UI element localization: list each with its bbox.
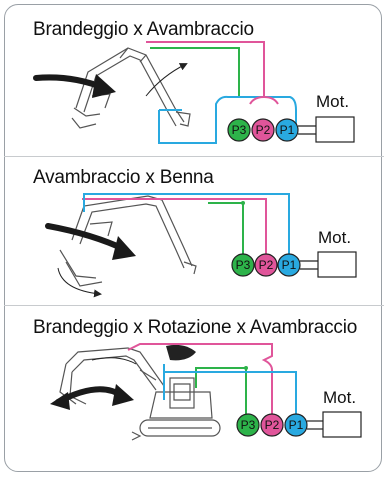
pump-p3-panel-3 xyxy=(236,413,260,437)
pink-line-1 xyxy=(146,41,265,97)
pump-p2-label-1: P2 xyxy=(256,123,271,137)
motor-label-2: Mot. xyxy=(318,228,351,247)
pump-p1-panel-2 xyxy=(277,253,301,277)
pump-p3-panel-2 xyxy=(231,253,255,277)
green-line-2-node xyxy=(241,201,245,205)
pump-p3-label-2: P3 xyxy=(236,258,251,272)
panel-1-group: P3 P2 P1 Mot. xyxy=(33,41,355,144)
pink-line-1-split xyxy=(249,96,279,105)
pump-p3-panel-1 xyxy=(227,118,251,142)
pink-line-3 xyxy=(127,343,273,414)
motor-box-3 xyxy=(322,411,362,438)
arm-arrow-head-2 xyxy=(112,236,136,260)
excavator-boom-arm-drawing-1 xyxy=(71,47,191,129)
pump-p1-label-1: P1 xyxy=(280,123,295,137)
green-line-3 xyxy=(195,367,247,414)
motor-box-1 xyxy=(315,116,355,143)
pump-p2-panel-3 xyxy=(260,413,284,437)
pump-p3-label-3: P3 xyxy=(241,418,256,432)
rotation-arrow-left-head xyxy=(50,392,70,410)
green-line-2 xyxy=(208,202,244,254)
blue-line-3 xyxy=(163,364,297,414)
pump-p2-panel-2 xyxy=(254,253,278,277)
panel-3-title: Brandeggio x Rotazione x Avambraccio xyxy=(33,317,358,338)
green-line-3-node xyxy=(244,366,248,370)
swing-arrow-head-1 xyxy=(92,74,116,98)
pump-p1-panel-1 xyxy=(275,118,299,142)
diagram-frame xyxy=(4,4,382,472)
bucket-arrow-2 xyxy=(57,267,102,298)
pump-p1-label-3: P1 xyxy=(289,418,304,432)
panel-divider-1 xyxy=(4,156,384,157)
pump-p3-label-1: P3 xyxy=(232,123,247,137)
motor-box-2 xyxy=(317,251,357,278)
motor-label-3: Mot. xyxy=(323,388,356,407)
panel-1-title: Brandeggio x Avambraccio xyxy=(33,19,254,40)
excavator-boom-arm-drawing-2 xyxy=(59,195,197,287)
boom-hatch-dark xyxy=(166,344,196,361)
swing-arrow-1 xyxy=(33,74,107,91)
pump-p1-panel-3 xyxy=(284,413,308,437)
swing-arrow-3 xyxy=(91,357,137,365)
motor-label-1: Mot. xyxy=(316,92,349,111)
pump-p2-panel-1 xyxy=(251,118,275,142)
panel-divider-2 xyxy=(4,305,384,306)
pink-line-2 xyxy=(82,198,267,254)
arm-arrow-1 xyxy=(145,63,188,97)
blue-line-1 xyxy=(158,95,297,144)
pump-p1-label-2: P1 xyxy=(282,258,297,272)
pump-p2-label-3: P2 xyxy=(265,418,280,432)
panel-2-title: Avambraccio x Benna xyxy=(33,167,214,188)
panel-3-group: P3 P2 P1 Mot. xyxy=(50,343,362,441)
pump-p2-label-2: P2 xyxy=(259,258,274,272)
rotation-arrow-right-head xyxy=(112,384,134,406)
blue-line-2 xyxy=(83,193,290,254)
arm-arrow-2 xyxy=(45,223,129,253)
green-line-1 xyxy=(150,47,240,97)
panel-2-group: P3 P2 P1 Mot. xyxy=(45,193,357,298)
